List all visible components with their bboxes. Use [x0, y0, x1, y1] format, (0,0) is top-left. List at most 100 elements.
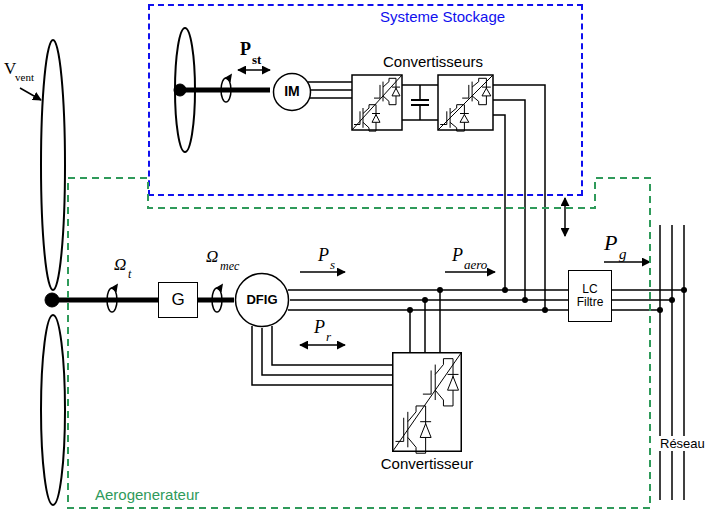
- signal-subscript: g: [619, 247, 627, 262]
- signal-name: P: [314, 318, 325, 336]
- converter-symbol: [448, 374, 459, 390]
- converter-symbol: [462, 78, 486, 104]
- converter-symbol: [392, 352, 462, 452]
- connector: [262, 328, 392, 375]
- converter-symbol: [423, 359, 453, 406]
- flywheel: [180, 88, 270, 93]
- power-arrow: [604, 261, 650, 263]
- junction-dot: [437, 287, 443, 293]
- signal-subscript: aero: [464, 258, 487, 271]
- node-text: G: [171, 291, 184, 310]
- converter-symbol: [352, 75, 402, 131]
- junction-dot: [407, 307, 413, 313]
- three-phase-lines: [272, 326, 392, 365]
- three-phase-lines: [612, 289, 684, 291]
- junction-dot: [657, 307, 663, 313]
- converter-symbol: [438, 75, 493, 130]
- storage-wiring: [493, 85, 545, 310]
- node-text: Systeme Stockage: [380, 9, 505, 26]
- three-phase-lines: [288, 309, 568, 311]
- converter-symbol: [423, 359, 459, 406]
- signal-subscript: mec: [220, 260, 239, 272]
- grid-bus: [683, 225, 685, 500]
- storage-wiring: [308, 81, 352, 83]
- converter-symbol: [352, 75, 402, 131]
- converter-symbol: [438, 75, 493, 130]
- storage-wiring: [310, 89, 352, 91]
- converter-symbol: [372, 114, 380, 123]
- three-phase-lines: [424, 300, 426, 352]
- node-text: LC Filtre: [577, 283, 604, 309]
- wind-generator-region: Aerogenerateur G DFIG Convertisseur LC Filtr…: [68, 178, 650, 508]
- rotation-symbol: [217, 285, 222, 291]
- gearbox-box: G: [158, 282, 198, 318]
- converter-symbol: [393, 353, 462, 452]
- rotation-symbol: [107, 288, 117, 312]
- machine-circle: [274, 74, 311, 111]
- signal-subscript: t: [128, 268, 131, 280]
- node-text: Aerogenerateur: [95, 487, 199, 504]
- node-text: IM: [284, 84, 300, 99]
- connector: [290, 299, 568, 301]
- converter-symbol: [392, 87, 400, 96]
- converter-symbol: [440, 105, 469, 131]
- signal-name: V: [4, 60, 16, 77]
- storage-wiring: [493, 115, 505, 290]
- power-arrow: [564, 198, 566, 236]
- rotor-converter: Convertisseur: [392, 352, 462, 452]
- storage-wiring: [411, 99, 429, 101]
- wind-turbine: [41, 40, 158, 505]
- signal-name: P: [452, 246, 463, 264]
- node-text: Convertisseur: [381, 456, 474, 473]
- region-outline: [68, 178, 650, 508]
- rotation-symbol: [112, 285, 117, 291]
- three-phase-lines: [409, 310, 411, 352]
- three-phase-lines: [288, 289, 568, 291]
- converter-symbol: [374, 78, 400, 104]
- converter-symbol: [393, 353, 462, 453]
- converter-symbol: [462, 78, 491, 104]
- lc-filter-box: LC Filtre: [568, 270, 612, 322]
- dfig-machine: DFIG: [234, 272, 290, 328]
- signal-name: Ω: [206, 248, 218, 265]
- power-arrow: [445, 271, 495, 273]
- flywheel: [174, 28, 270, 152]
- region-outline: [68, 178, 650, 508]
- converter-symbol: [354, 105, 376, 131]
- converter-symbol: [440, 105, 464, 131]
- signal-subscript: st: [252, 53, 261, 66]
- converter-symbol: [438, 75, 493, 131]
- storage-wiring: [308, 97, 352, 99]
- junction-dot: [542, 307, 548, 313]
- wind-arrow: [20, 88, 41, 100]
- signal-name: P: [240, 40, 251, 58]
- grid-bus: [671, 225, 673, 500]
- three-phase-lines: [612, 299, 672, 301]
- wind-turbine: [41, 40, 65, 290]
- wind-turbine: [45, 293, 59, 307]
- converter-symbol: [395, 406, 425, 453]
- wind-turbine: [52, 298, 158, 303]
- signal-name: P: [318, 246, 329, 264]
- converter-symbol: [354, 105, 380, 131]
- grid-bus: [659, 225, 661, 500]
- wind-arrow: [20, 88, 41, 100]
- converter-symbol: [460, 114, 469, 123]
- signal-subscript: r: [326, 330, 331, 343]
- grid-label: Réseau: [658, 436, 707, 451]
- converter-symbol: [374, 78, 396, 104]
- signal-name: P: [604, 232, 617, 254]
- converter-symbol: [393, 353, 462, 452]
- converter-caption: Convertisseurs: [383, 54, 483, 69]
- junction-dot: [681, 287, 687, 293]
- three-phase-lines: [252, 290, 684, 385]
- storage-wiring: [308, 82, 545, 310]
- signal-subscript: vent: [15, 72, 34, 83]
- storage-system-box: Systeme StockageIM: [148, 4, 583, 196]
- converter-symbol: [482, 87, 491, 96]
- three-phase-lines: [612, 309, 660, 311]
- power-arrow: [300, 344, 345, 346]
- junction-dot: [669, 297, 675, 303]
- node-text: DFIG: [246, 293, 277, 307]
